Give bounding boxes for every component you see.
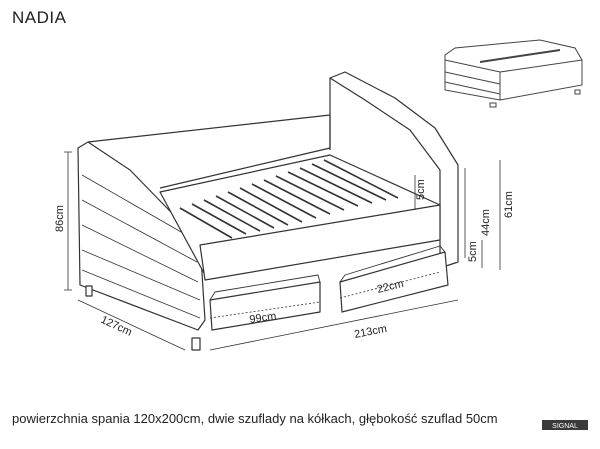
dim-frame-height: 44cm (480, 209, 492, 236)
head-side-panel (329, 71, 459, 269)
right-drawer (339, 251, 449, 313)
leg-back-left (85, 285, 93, 297)
front-side-panel (77, 141, 206, 331)
dim-length: 213cm (353, 323, 388, 341)
svg-text:SIGNAL: SIGNAL (552, 423, 578, 430)
product-title: NADIA (12, 8, 67, 27)
dim-bottom-clearance: 5cm (467, 241, 479, 262)
bed-thumbnail (444, 39, 583, 108)
slats-group (179, 159, 399, 239)
front-panel-slats (81, 174, 201, 319)
left-drawer (209, 281, 321, 331)
signal-logo: SIGNAL (542, 420, 588, 430)
dim-drawer-width: 99cm (249, 310, 277, 326)
front-rail (199, 204, 441, 281)
dim-side-height: 61cm (503, 191, 515, 218)
dim-mattress-recess: 5cm (415, 179, 427, 200)
dim-height-total: 86cm (54, 205, 66, 232)
product-caption: powierzchnia spania 120x200cm, dwie szuf… (12, 411, 498, 426)
leg-front-left (191, 337, 201, 351)
